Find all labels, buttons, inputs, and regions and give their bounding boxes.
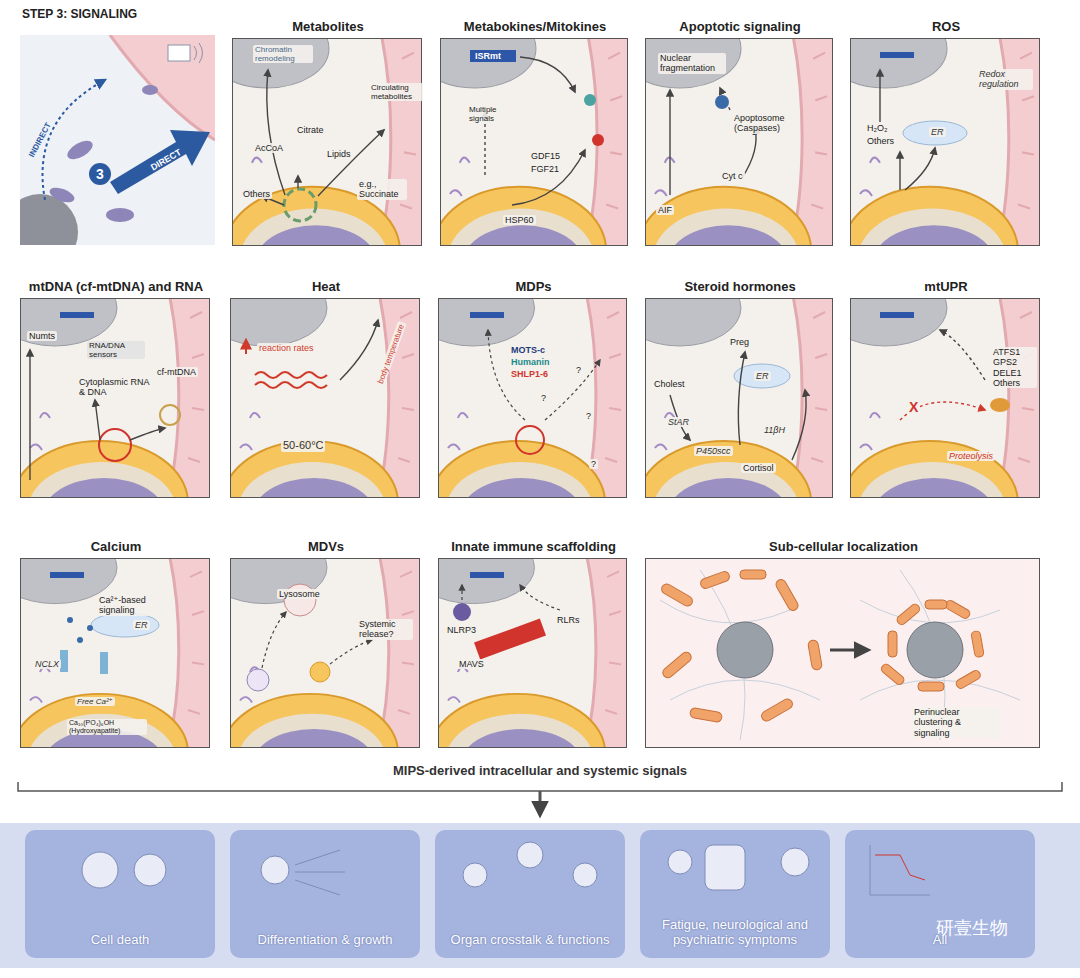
panel-label: P450scc [694, 446, 733, 456]
figure-title: STEP 3: SIGNALING [22, 8, 137, 22]
panel-label: ER [754, 371, 771, 381]
panel-label: Citrate [295, 125, 326, 135]
panel-label: Apoptosome (Caspases) [732, 113, 800, 134]
signal-panel: ROSRedox regulationH₂O₂OthersER [850, 38, 1040, 246]
panel-label: H₂O₂ [865, 123, 890, 133]
signal-panel: MDVsLysosomeSystemic release? [230, 558, 420, 748]
outcome-box: All [845, 830, 1035, 958]
panel-label: Ca²⁺-based signaling [97, 595, 161, 616]
panel-heading: Apoptotic signaling [679, 20, 800, 35]
panel-label: AIF [656, 205, 674, 215]
panel-label: e.g., Succinate [357, 179, 407, 200]
signal-panel: MDPsMOTS-cHumaninSHLP1-6???? [438, 298, 627, 498]
panel-label: ISRmt [473, 51, 503, 61]
panel-heading: ROS [932, 20, 960, 35]
panel-label: RNA/DNA sensors [87, 341, 145, 359]
panel-heading: Calcium [91, 540, 142, 555]
panel-heading: Innate immune scaffolding [451, 540, 616, 555]
annotation: DIRECT [149, 147, 183, 173]
panel-label: Multiple signals [467, 105, 513, 123]
panel-label: ? [574, 365, 583, 375]
panel-label: Humanin [509, 357, 552, 367]
panel-label: AcCoA [253, 143, 285, 153]
outcome-text: Organ crosstalk & functions [451, 932, 610, 948]
panel-label: ER [929, 127, 946, 137]
panel-label: Numts [27, 331, 57, 341]
panel-label: Cholest [652, 379, 687, 389]
panel-label: ? [584, 411, 593, 421]
panel-heading: mtDNA (cf-mtDNA) and RNA [29, 280, 203, 295]
annotation: MIPS-derived intracellular and systemic … [393, 764, 687, 779]
signal-panel: Metabokines/MitokinesISRmtMultiple signa… [440, 38, 628, 246]
panel-label: Others [241, 189, 272, 199]
panel-label: Systemic release? [357, 619, 413, 640]
panel-label: NCLX [33, 659, 61, 669]
panel-label: 11βH [762, 425, 787, 435]
panel-label: Proteolysis [947, 451, 995, 461]
panel-heading: Sub-cellular localization [769, 540, 918, 555]
signal-panel: Apoptotic signalingNuclear fragmentation… [645, 38, 833, 246]
signal-panel: MetabolitesChromatin remodelingCirculati… [232, 38, 422, 246]
signal-panel: Sub-cellular localizationPerinuclear clu… [645, 558, 1040, 748]
panel-heading: MDVs [308, 540, 344, 555]
panel-label: SHLP1-6 [509, 369, 550, 379]
panel-label: MOTS-c [509, 345, 547, 355]
callout-number: 3 [96, 166, 104, 182]
panel-label: Chromatin remodeling [253, 45, 313, 63]
outcome-box: Cell death [25, 830, 215, 958]
panel-label: FGF21 [529, 164, 561, 174]
panel-label: Ca₁₀(PO₄)₆OH (Hydroxyapatite) [67, 719, 147, 735]
panel-label: ATFS1 GPS2 DELE1 Others [991, 347, 1037, 388]
panel-label: StAR [666, 417, 691, 427]
outcome-text: Differentiation & growth [258, 932, 393, 948]
panel-label: RLRs [555, 615, 582, 625]
panel-label: MAVS [457, 659, 486, 669]
panel-label: HSP60 [503, 215, 536, 225]
panel-heading: Metabokines/Mitokines [464, 20, 606, 35]
panel-label: Perinuclear clustering & signaling [912, 707, 1000, 738]
signal-panel: Heatreaction ratesbody temperature50-60°… [230, 298, 420, 498]
panel-heading: Metabolites [292, 20, 364, 35]
panel-label: Others [865, 136, 896, 146]
panel-heading: MDPs [515, 280, 551, 295]
panel-label: Cytoplasmic RNA & DNA [77, 377, 153, 398]
panel-label: ? [589, 459, 598, 469]
panel-label: cf-mtDNA [155, 367, 198, 377]
panel-label: Preg [728, 337, 751, 347]
panel-label: Cortisol [741, 463, 776, 473]
panel-heading: Steroid hormones [684, 280, 795, 295]
panel-label: Circulating metabolites [369, 83, 423, 101]
outcome-text: Cell death [91, 932, 150, 948]
signal-panel: Steroid hormonesPregCholestERStARP450scc… [645, 298, 833, 498]
panel-label: Redox regulation [977, 69, 1033, 90]
panel-label: Lipids [325, 149, 353, 159]
panel-label: X [907, 399, 920, 415]
panel-label: Free Ca²⁺ [75, 697, 115, 706]
watermark: 研壹生物 [936, 918, 1008, 939]
panel-label: Nuclear fragmentation [658, 53, 726, 74]
panel-label: body temperature [375, 321, 406, 387]
panel-heading: mtUPR [924, 280, 967, 295]
panel-label: GDF15 [529, 151, 562, 161]
panel-label: 50-60°C [281, 439, 325, 452]
signal-panel: Innate immune scaffoldingNLRP3RLRsMAVS [438, 558, 627, 748]
panel-label: Cyt c [720, 171, 745, 181]
panel-label: Lysosome [277, 589, 322, 599]
outcome-box: Fatigue, neurological and psychiatric sy… [640, 830, 830, 958]
panel-label: ER [133, 620, 150, 630]
signal-panel: mtDNA (cf-mtDNA) and RNANumtsRNA/DNA sen… [20, 298, 210, 498]
outcome-box: Differentiation & growth [230, 830, 420, 958]
panel-heading: Heat [312, 280, 340, 295]
signal-panel: mtUPRATFS1 GPS2 DELE1 OthersXProteolysis [850, 298, 1040, 498]
panel-label: ? [539, 393, 548, 403]
outcome-box: Organ crosstalk & functions [435, 830, 625, 958]
signal-panel: CalciumCa²⁺-based signalingERNCLXFree Ca… [20, 558, 210, 748]
panel-label: NLRP3 [445, 625, 478, 635]
panel-label: reaction rates [257, 343, 316, 353]
annotation: INDIRECT [27, 121, 53, 159]
outcome-text: Fatigue, neurological and psychiatric sy… [650, 917, 820, 948]
